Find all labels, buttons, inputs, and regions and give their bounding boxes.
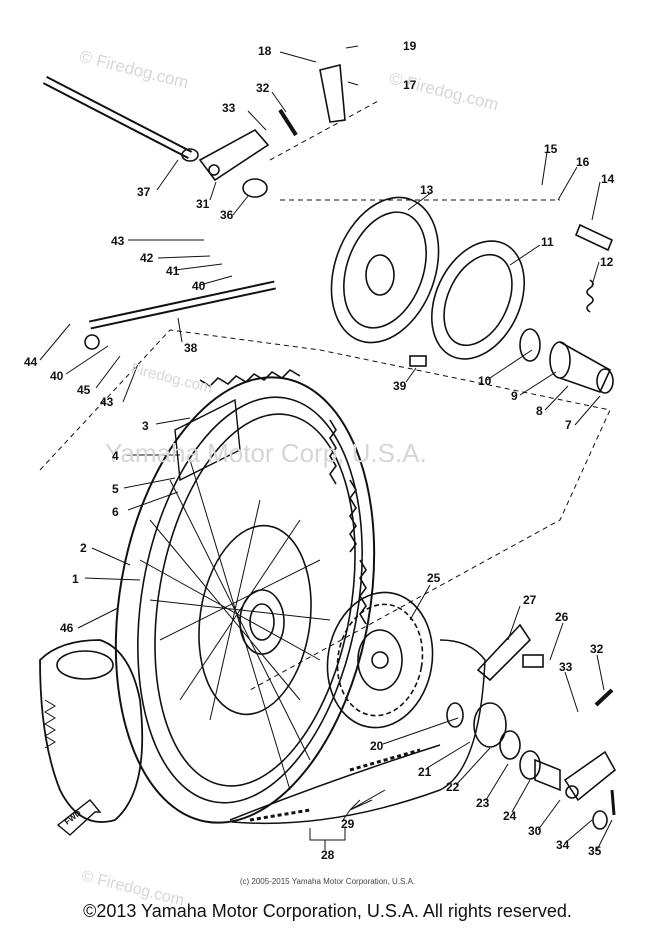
part-label-27: 27 — [523, 593, 537, 607]
copyright-main: ©2013 Yamaha Motor Corporation, U.S.A. A… — [83, 901, 572, 921]
part-label-31: 31 — [196, 197, 210, 211]
part-label-10: 10 — [478, 374, 492, 388]
part-label-23: 23 — [476, 796, 490, 810]
part-label-25: 25 — [427, 571, 441, 585]
part-label-44: 44 — [24, 355, 38, 369]
part-label-29: 29 — [341, 817, 355, 831]
part-label-1: 1 — [72, 572, 79, 586]
part-label-11: 11 — [541, 235, 554, 249]
part-label-42: 42 — [140, 251, 154, 265]
part-label-21: 21 — [418, 765, 432, 779]
part-label-14: 14 — [601, 172, 615, 186]
part-label-20: 20 — [370, 739, 384, 753]
part-label-41: 41 — [166, 264, 180, 278]
part-label-13: 13 — [420, 183, 434, 197]
part-label-16: 16 — [576, 155, 590, 169]
brake-plate-13 — [330, 196, 440, 344]
brake-shoes-11 — [430, 240, 526, 360]
part-label-6: 6 — [112, 505, 119, 519]
part-label-3: 3 — [142, 419, 149, 433]
part-label-36: 36 — [220, 208, 234, 222]
part-label-33-right: 33 — [559, 660, 573, 674]
part-label-46: 46 — [60, 621, 74, 635]
part-label-33: 33 — [222, 101, 236, 115]
part-label-2: 2 — [80, 541, 87, 555]
part-label-7: 7 — [565, 418, 572, 432]
part-label-30: 30 — [528, 824, 542, 838]
part-label-32: 32 — [256, 81, 270, 95]
axle-37 — [42, 76, 199, 162]
part-label-4: 4 — [112, 449, 119, 463]
part-label-37: 37 — [137, 185, 151, 199]
part-label-19: 19 — [403, 39, 417, 53]
part-label-9: 9 — [511, 389, 518, 403]
part-label-40-lower: 40 — [50, 369, 64, 383]
part-label-32-right: 32 — [590, 642, 604, 656]
part-label-12: 12 — [600, 255, 614, 269]
part-label-38: 38 — [184, 341, 198, 355]
part-label-26: 26 — [555, 610, 569, 624]
watermark-company: Yamaha Motor Corp, U.S.A. — [105, 438, 427, 468]
part-label-5: 5 — [112, 482, 119, 496]
part-label-45: 45 — [77, 383, 91, 397]
part-label-22: 22 — [446, 780, 460, 794]
part-label-34: 34 — [556, 838, 570, 852]
part-label-17: 17 — [403, 78, 417, 92]
part-label-39: 39 — [393, 379, 407, 393]
part-label-28: 28 — [321, 848, 335, 862]
sprocket-25 — [326, 591, 434, 729]
part-label-18: 18 — [258, 44, 272, 58]
rear-wheel — [114, 368, 376, 824]
rod-38 — [84, 280, 276, 350]
part-label-40: 40 — [192, 279, 206, 293]
part-label-24: 24 — [503, 809, 517, 823]
part-label-35: 35 — [588, 844, 602, 858]
part-label-8: 8 — [536, 404, 543, 418]
part-label-15: 15 — [544, 142, 558, 156]
part-label-43-lower: 43 — [100, 395, 114, 409]
copyright-small: (c) 2005-2015 Yamaha Motor Corporation, … — [239, 877, 416, 886]
part-label-43: 43 — [111, 234, 125, 248]
